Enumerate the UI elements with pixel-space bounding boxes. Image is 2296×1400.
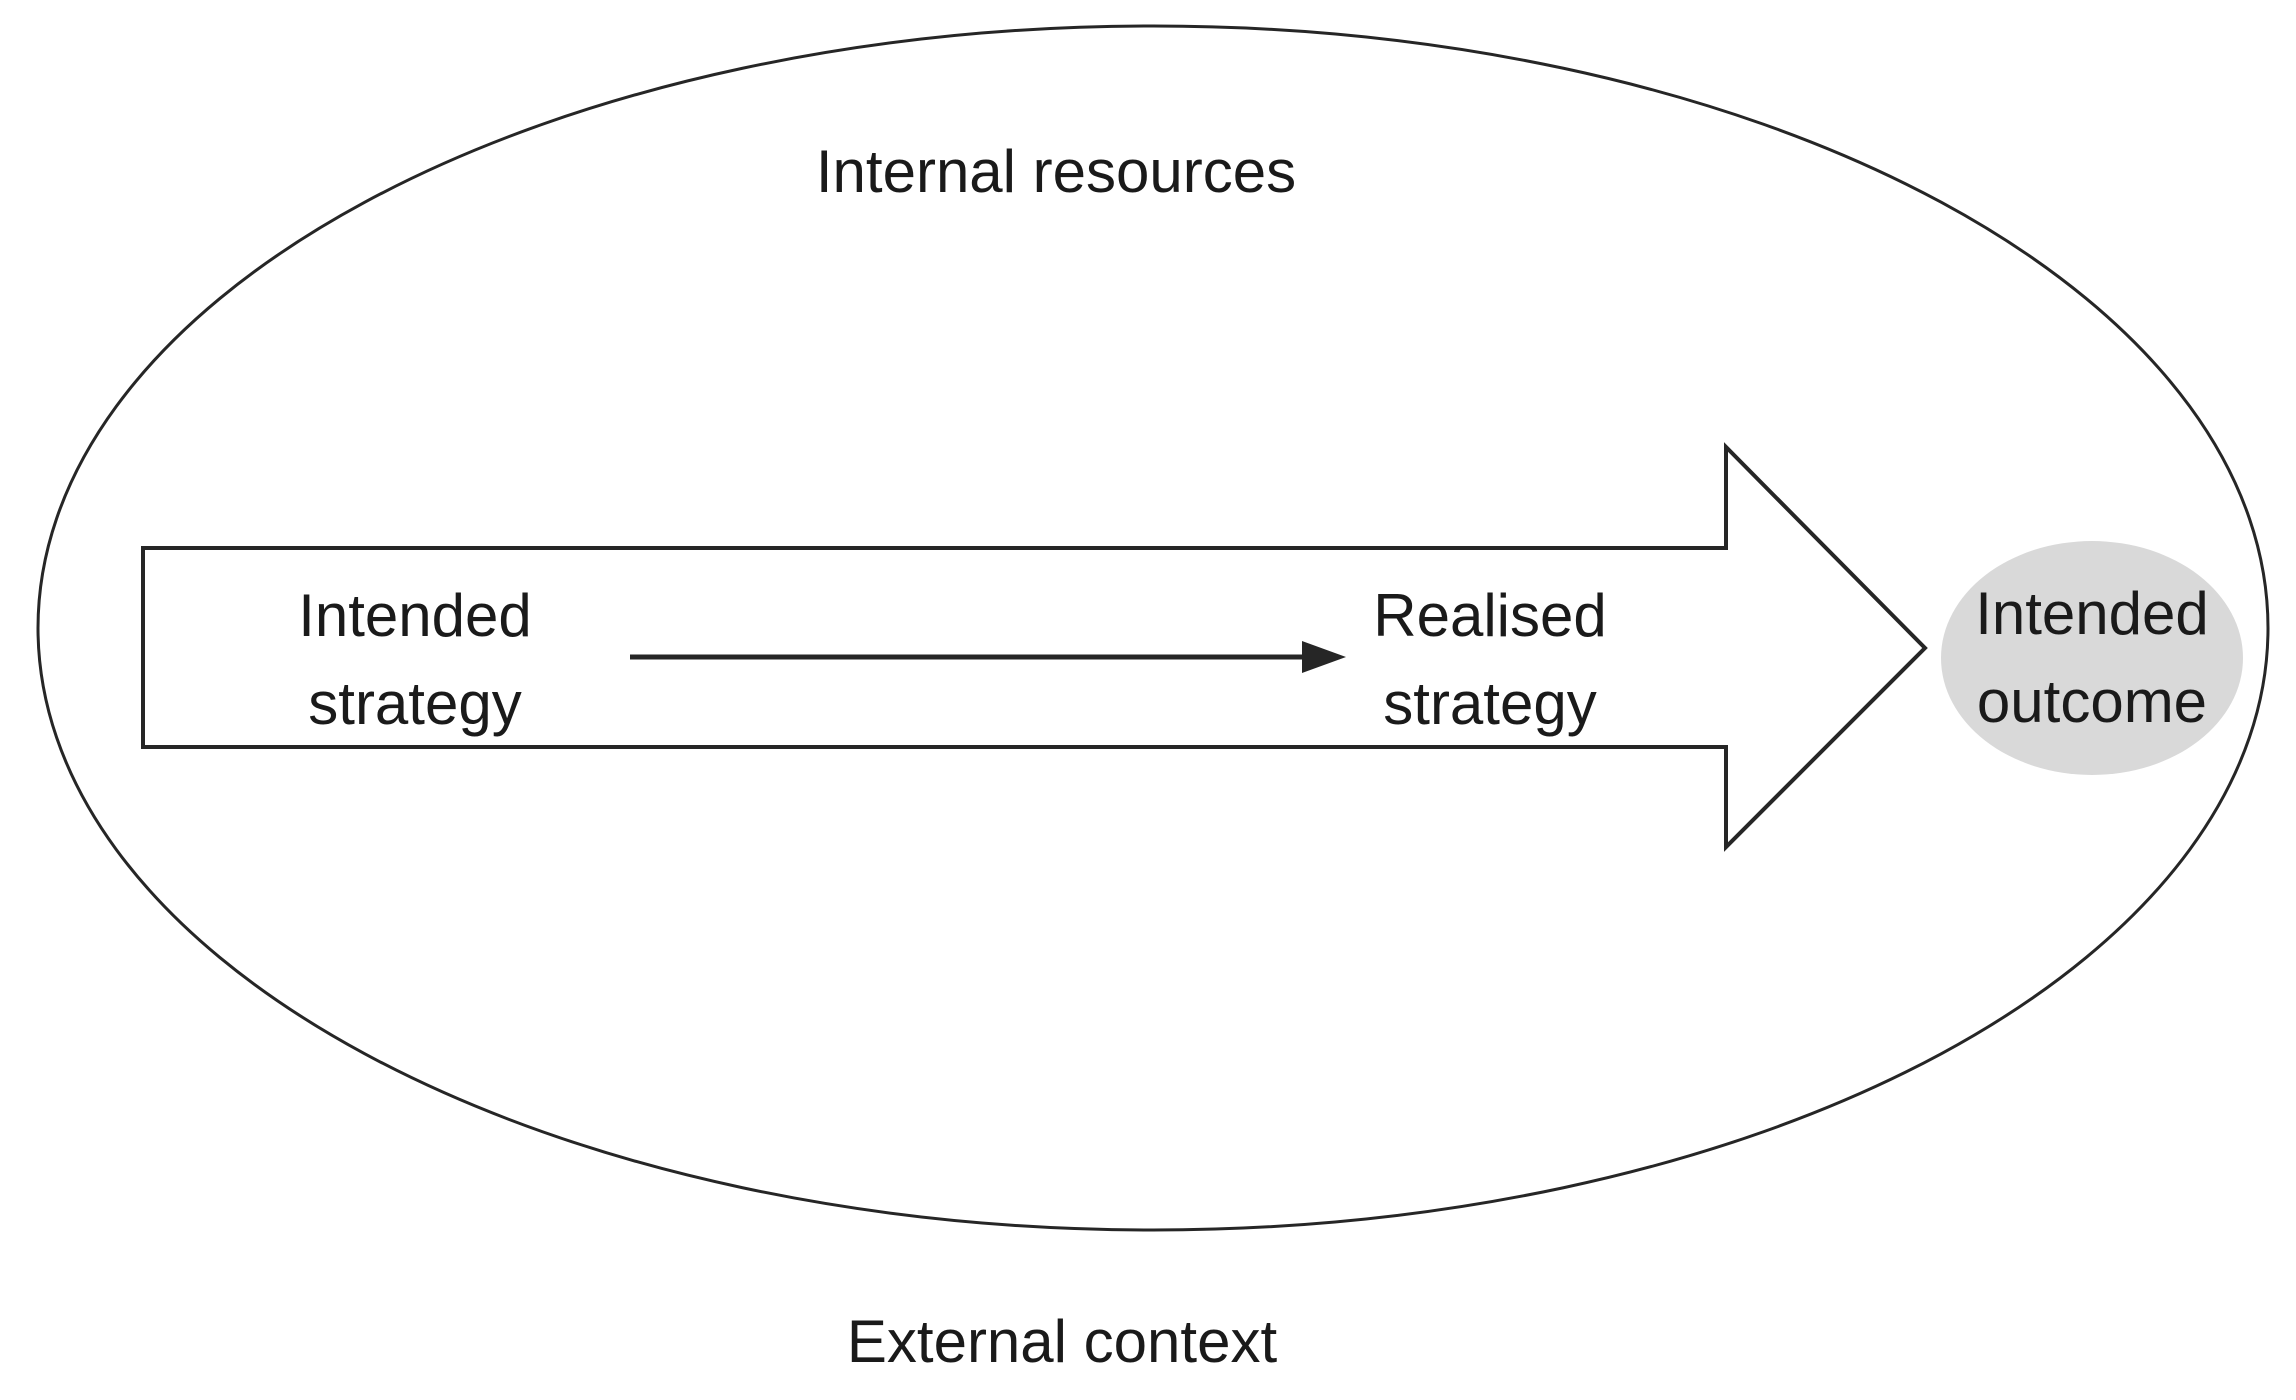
realised-strategy-line1: Realised xyxy=(1373,582,1607,649)
intended-strategy-label: Intended strategy xyxy=(298,572,532,748)
intended-outcome-line2: outcome xyxy=(1976,668,2208,735)
internal-resources-label: Internal resources xyxy=(815,138,1297,205)
intended-outcome-label: Intended outcome xyxy=(1975,570,2209,746)
intended-strategy-line2: strategy xyxy=(308,670,522,737)
external-context-label: External context xyxy=(846,1308,1278,1375)
intended-outcome-line1: Intended xyxy=(1975,580,2209,647)
outcome-ellipse xyxy=(1941,541,2243,775)
strategy-block-arrow xyxy=(141,442,1928,852)
intended-strategy-line1: Intended xyxy=(298,582,532,649)
realised-strategy-label: Realised strategy xyxy=(1373,572,1606,748)
realised-strategy-line2: strategy xyxy=(1383,670,1597,737)
environment-boundary-ellipse xyxy=(36,24,2270,1232)
progress-arrow-head-icon xyxy=(1302,641,1346,673)
